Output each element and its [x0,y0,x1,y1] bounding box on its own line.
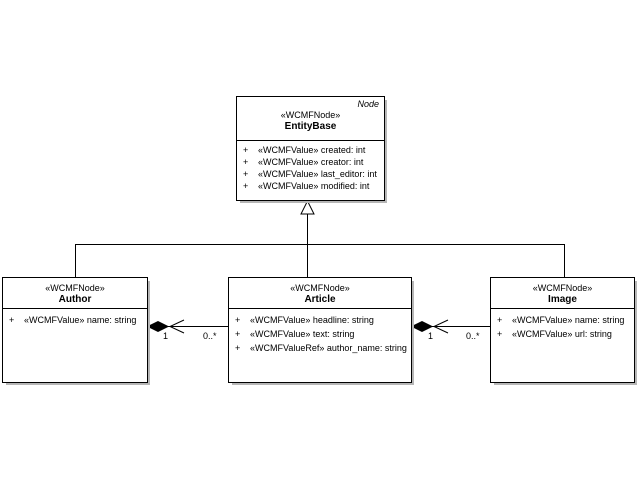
class-name: Author [58,294,92,305]
multiplicity-label: 0..* [203,331,217,341]
attribute-row: + «WCMFValue» last_editor: int [237,168,384,180]
attribute-text: «WCMFValue» text: string [250,329,355,339]
attribute-visibility: + [235,315,241,325]
attribute-visibility: + [243,169,249,179]
attribute-row: + «WCMFValue» headline: string [229,313,411,327]
class-name: Article [304,294,336,305]
multiplicity-label: 0..* [466,331,480,341]
composition-diamond-icon [146,320,170,333]
attributes-compartment: + «WCMFValue» name: string [3,309,147,327]
class-stereotype: «WCMFNode» [280,110,341,120]
class-stereotype: «WCMFNode» [532,283,593,293]
attribute-text: «WCMFValue» created: int [258,145,366,155]
attribute-row: + «WCMFValueRef» author_name: string [229,341,411,355]
attribute-visibility: + [243,157,249,167]
class-author: «WCMFNode» Author + «WCMFValue» name: st… [2,277,148,383]
class-title-compartment: Node «WCMFNode» EntityBase [237,97,384,141]
attribute-row: + «WCMFValue» url: string [491,327,634,341]
attributes-compartment: + «WCMFValue» created: int + «WCMFValue»… [237,141,384,192]
class-image: «WCMFNode» Image + «WCMFValue» name: str… [490,277,635,383]
node-tag-label: Node [357,99,379,109]
navigability-arrow-icon [432,319,449,334]
attribute-visibility: + [235,329,241,339]
attribute-visibility: + [243,181,249,191]
composition-diamond-icon [410,320,434,333]
attribute-row: + «WCMFValue» creator: int [237,156,384,168]
class-entitybase: Node «WCMFNode» EntityBase + «WCMFValue»… [236,96,385,201]
generalization-triangle-icon [300,199,315,215]
class-title-compartment: «WCMFNode» Author [3,278,147,309]
class-article: «WCMFNode» Article + «WCMFValue» headlin… [228,277,412,383]
attribute-text: «WCMFValue» name: string [512,315,625,325]
navigability-arrow-icon [168,319,185,334]
attribute-visibility: + [235,343,241,353]
class-name: Image [548,294,577,305]
multiplicity-label: 1 [163,331,169,341]
generalization-connector [75,214,565,277]
attribute-text: «WCMFValue» headline: string [250,315,374,325]
attribute-text: «WCMFValue» creator: int [258,157,364,167]
class-name: EntityBase [284,121,337,132]
attribute-text: «WCMFValue» url: string [512,329,612,339]
attribute-row: + «WCMFValue» name: string [491,313,634,327]
class-stereotype: «WCMFNode» [45,283,105,293]
attribute-row: + «WCMFValue» text: string [229,327,411,341]
attributes-compartment: + «WCMFValue» headline: string + «WCMFVa… [229,309,411,355]
attribute-text: «WCMFValue» modified: int [258,181,370,191]
attribute-visibility: + [243,145,249,155]
multiplicity-label: 1 [428,331,434,341]
class-title-compartment: «WCMFNode» Image [491,278,634,309]
attributes-compartment: + «WCMFValue» name: string + «WCMFValue»… [491,309,634,341]
attribute-visibility: + [497,315,503,325]
attribute-text: «WCMFValue» last_editor: int [258,169,377,179]
attribute-text: «WCMFValue» name: string [24,315,137,325]
attribute-text: «WCMFValueRef» author_name: string [250,343,407,353]
attribute-row: + «WCMFValue» modified: int [237,180,384,192]
attribute-row: + «WCMFValue» name: string [3,313,147,327]
class-title-compartment: «WCMFNode» Article [229,278,411,309]
attribute-visibility: + [497,329,503,339]
attribute-visibility: + [9,315,15,325]
class-stereotype: «WCMFNode» [290,283,350,293]
attribute-row: + «WCMFValue» created: int [237,144,384,156]
